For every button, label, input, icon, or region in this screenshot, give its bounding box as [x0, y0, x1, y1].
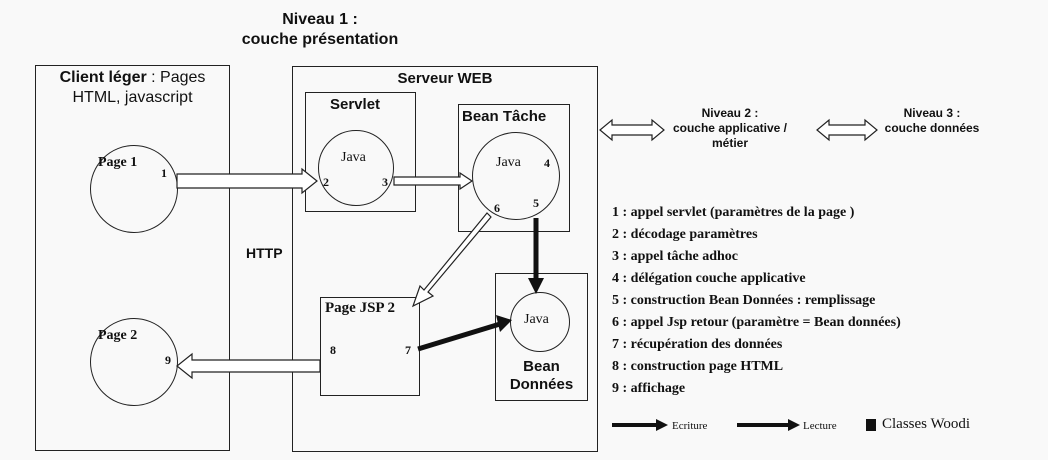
- arrow-head-bean-donnees: [528, 278, 544, 294]
- step-number-7: 7: [405, 343, 411, 357]
- arrow-head-jsp-lecture: [496, 315, 512, 332]
- bean-tache-java-label: Java: [496, 155, 521, 170]
- step-number-4: 4: [544, 156, 550, 170]
- legend-item-3: 3 : appel tâche adhoc: [612, 249, 738, 264]
- key-lecture-label: Lecture: [803, 420, 837, 432]
- niveau3-line1: Niveau 3 :: [903, 106, 961, 120]
- legend-item-7: 7 : récupération des données: [612, 337, 783, 352]
- legend-item-5: 5 : construction Bean Données : rempliss…: [612, 293, 876, 308]
- legend-list: 1 : appel servlet (paramètres de la page…: [612, 202, 901, 400]
- niveau2-line1: Niveau 2 :: [701, 106, 759, 120]
- serveur-web-box: [292, 66, 598, 452]
- step-number-8: 8: [330, 343, 336, 357]
- bean-donnees-box: [495, 273, 588, 401]
- page1-label: Page 1: [98, 155, 138, 170]
- page1-circle: [90, 145, 178, 233]
- page2-label: Page 2: [98, 328, 138, 343]
- client-leger-box: [35, 65, 230, 451]
- title-line1: Niveau 1 :: [282, 11, 358, 28]
- servlet-java-label: Java: [341, 150, 366, 165]
- client-leger-rest: : Pages: [146, 69, 206, 86]
- servlet-box: [305, 92, 416, 212]
- legend-item-1: 1 : appel servlet (paramètres de la page…: [612, 205, 855, 220]
- legend-item-8: 8 : construction page HTML: [612, 359, 784, 374]
- bean-donnees-java-circle: [510, 292, 570, 352]
- step-number-2: 2: [323, 175, 329, 189]
- page-title: Niveau 1 : couche présentation: [220, 10, 420, 50]
- client-leger-line2: HTML, javascript: [72, 89, 193, 106]
- legend-item-4: 4 : délégation couche applicative: [612, 271, 806, 286]
- niveau3-label: Niveau 3 : couche données: [872, 106, 992, 136]
- bean-tache-title: Bean Tâche: [462, 108, 547, 125]
- client-leger-title: Client léger : Pages HTML, javascript: [35, 68, 230, 108]
- bean-donnees-title: Bean Données: [495, 358, 588, 394]
- serveur-web-title: Serveur WEB: [397, 70, 493, 87]
- servlet-title: Servlet: [330, 96, 381, 113]
- arrow-servlet-to-bean-tache: [393, 171, 474, 191]
- page2-circle: [90, 318, 178, 406]
- client-leger-bold: Client léger: [59, 69, 147, 86]
- key-ecriture-label: Ecriture: [672, 420, 708, 432]
- arrow-jsp-to-page2: [176, 352, 321, 380]
- niveau2-line3: métier: [711, 136, 749, 150]
- title-line2: couche présentation: [241, 31, 399, 48]
- key-ecriture-arrow-head: [656, 419, 668, 431]
- step-number-9: 9: [165, 353, 171, 367]
- step-number-3: 3: [382, 175, 388, 189]
- step-number-1: 1: [161, 166, 167, 180]
- legend-item-6: 6 : appel Jsp retour (paramètre = Bean d…: [612, 315, 901, 330]
- arrow-bean-tache-to-jsp: [411, 212, 492, 308]
- key-classes-label: Classes Woodi: [882, 416, 971, 432]
- bean-tache-java-circle: [472, 132, 560, 220]
- bean-donnees-line1: Bean: [523, 358, 560, 375]
- arrow-bean-donnees-to-jsp: [417, 321, 501, 352]
- page-jsp-title: Page JSP 2: [325, 300, 395, 316]
- step-number-6: 6: [494, 201, 500, 215]
- legend-item-2: 2 : décodage paramètres: [612, 227, 758, 242]
- niveau3-line2: couche données: [884, 121, 980, 135]
- bean-tache-box: [458, 104, 570, 232]
- double-arrow-niveau3: [816, 118, 878, 142]
- bean-donnees-line2: Données: [509, 376, 574, 393]
- bean-donnees-java-label: Java: [524, 312, 549, 327]
- key-classes-square-icon: [866, 419, 876, 431]
- niveau2-line2: couche applicative /: [672, 121, 788, 135]
- step-number-5: 5: [533, 196, 539, 210]
- key-lecture-arrow-head: [788, 419, 800, 431]
- http-label: HTTP: [246, 245, 283, 261]
- niveau2-label: Niveau 2 : couche applicative / métier: [660, 106, 800, 151]
- arrow-page1-to-servlet: [176, 167, 318, 195]
- servlet-java-circle: [318, 130, 394, 206]
- double-arrow-niveau2: [599, 118, 665, 142]
- legend-item-9: 9 : affichage: [612, 381, 686, 396]
